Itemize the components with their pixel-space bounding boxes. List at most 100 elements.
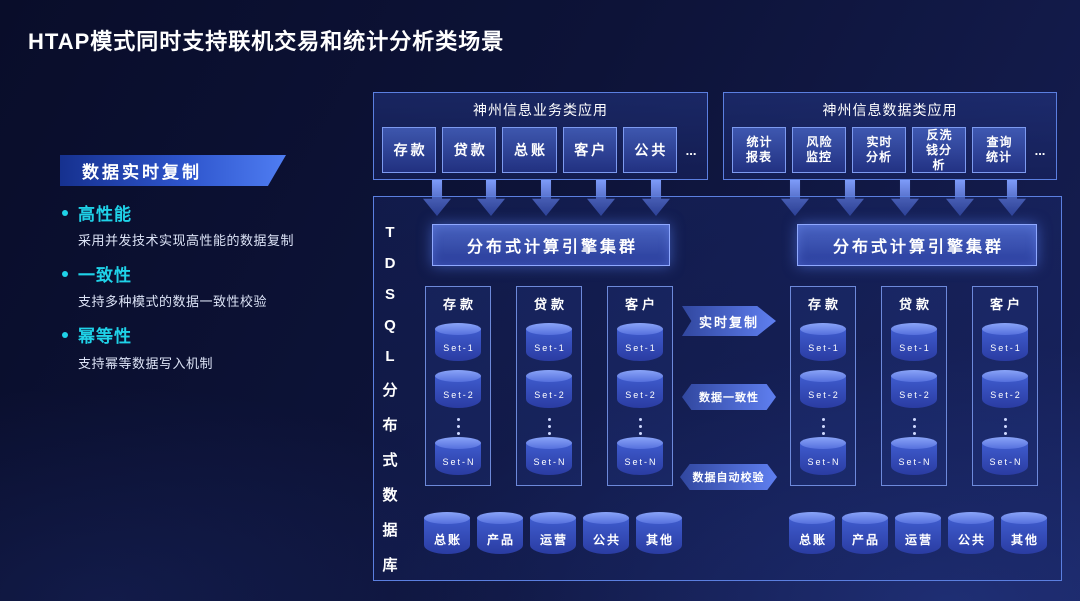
ellipsis-dots-icon: [638, 418, 642, 435]
bottom-db-label: 其他: [1010, 532, 1039, 547]
bottom-db-label: 其他: [645, 532, 674, 547]
set-label: Set-1: [625, 342, 657, 353]
bottom-db-cylinder: 运营: [530, 512, 576, 554]
tdsql-label-char: 分: [382, 382, 398, 399]
db-cylinder: Set-2: [891, 370, 937, 408]
db-cylinder: Set-1: [526, 323, 572, 361]
db-column-loan-right: 贷款 Set-1 Set-2 Set-N: [881, 286, 947, 486]
app-items: 统计报表 风险监控 实时分析 反洗钱分析 查询统计 ...: [724, 120, 1056, 173]
ellipsis-dots-icon: [1003, 418, 1007, 435]
db-cylinder: Set-1: [982, 323, 1028, 361]
db-cylinder: Set-1: [617, 323, 663, 361]
bottom-db-cylinder: 运营: [895, 512, 941, 554]
db-column-title: 客户: [989, 297, 1024, 312]
bullet-idempotency: 幂等性: [62, 322, 132, 347]
db-column-title: 存款: [442, 297, 477, 312]
tdsql-label-char: D: [384, 255, 396, 272]
db-cylinder: Set-2: [526, 370, 572, 408]
tdsql-label-char: 布: [382, 417, 398, 434]
db-cylinder: Set-2: [435, 370, 481, 408]
db-column-customer-right: 客户 Set-1 Set-2 Set-N: [972, 286, 1038, 486]
db-column-customer-left: 客户 Set-1 Set-2 Set-N: [607, 286, 673, 486]
db-cylinder: Set-1: [800, 323, 846, 361]
app-item: 反洗钱分析: [912, 127, 966, 173]
db-column-title: 存款: [807, 297, 842, 312]
db-column-title: 客户: [624, 297, 659, 312]
set-label: Set-1: [443, 342, 475, 353]
ellipsis-dots-icon: [456, 418, 460, 435]
bottom-db-label: 总账: [433, 532, 462, 547]
db-cylinder: Set-N: [982, 437, 1028, 475]
bottom-db-cylinder: 产品: [477, 512, 523, 554]
set-label: Set-2: [990, 389, 1022, 400]
set-label: Set-1: [990, 342, 1022, 353]
set-label: Set-N: [898, 456, 932, 467]
set-label: Set-N: [533, 456, 567, 467]
db-cylinder: Set-N: [526, 437, 572, 475]
set-label: Set-2: [443, 389, 475, 400]
set-label: Set-N: [442, 456, 476, 467]
set-label: Set-1: [808, 342, 840, 353]
banner-label: 数据实时复制: [82, 163, 202, 182]
bottom-db-cylinder: 总账: [789, 512, 835, 554]
db-column-title: 贷款: [533, 297, 568, 312]
tdsql-label-char: 数: [382, 487, 398, 504]
app-group-title: 神州信息数据类应用: [822, 102, 958, 118]
tdsql-label-char: 式: [382, 452, 398, 469]
bottom-db-label: 总账: [798, 532, 827, 547]
app-item: 实时分析: [852, 127, 906, 173]
db-cylinder: Set-1: [435, 323, 481, 361]
bullet-heading: 幂等性: [78, 327, 132, 346]
bottom-db-cylinder: 公共: [948, 512, 994, 554]
bullet-desc: 支持幂等数据写入机制: [78, 356, 214, 371]
ellipsis-dots-icon: [821, 418, 825, 435]
app-more-ellipsis: ...: [685, 142, 697, 158]
app-item: 公共: [622, 127, 678, 173]
db-cylinder: Set-2: [982, 370, 1028, 408]
bottom-db-cylinder: 总账: [424, 512, 470, 554]
bullet-desc: 支持多种模式的数据一致性校验: [78, 294, 268, 309]
bullet-desc: 采用并发技术实现高性能的数据复制: [78, 233, 295, 248]
tdsql-vertical-label: T D S Q L 分 布 式 数 据 库: [379, 224, 401, 575]
sync-arrow-consistency: 数据一致性: [682, 384, 776, 410]
engine-cluster-right: 分布式计算引擎集群: [797, 224, 1037, 266]
db-cylinder: Set-N: [617, 437, 663, 475]
sync-arrow-validation: 数据自动校验: [680, 464, 777, 490]
app-item: 风险监控: [792, 127, 846, 173]
set-label: Set-1: [534, 342, 566, 353]
app-item: 存款: [382, 127, 437, 173]
app-item: 统计报表: [732, 127, 786, 173]
db-cylinder: Set-N: [435, 437, 481, 475]
page-title: HTAP模式同时支持联机交易和统计分析类场景: [28, 29, 505, 54]
bottom-db-cylinder: 公共: [583, 512, 629, 554]
db-cylinder: Set-N: [800, 437, 846, 475]
db-cylinder: Set-N: [891, 437, 937, 475]
app-item: 查询统计: [972, 127, 1026, 173]
app-item: 总账: [502, 127, 557, 173]
set-label: Set-2: [899, 389, 931, 400]
db-cylinder: Set-1: [891, 323, 937, 361]
tdsql-label-char: Q: [384, 317, 396, 334]
bottom-db-label: 公共: [592, 532, 621, 547]
set-label: Set-N: [989, 456, 1023, 467]
tdsql-label-char: L: [385, 348, 395, 365]
db-column-deposit-right: 存款 Set-1 Set-2 Set-N: [790, 286, 856, 486]
app-items: 存款 贷款 总账 客户 公共 ...: [374, 120, 707, 173]
bullet-heading: 一致性: [78, 266, 132, 285]
bottom-db-cylinder: 其他: [636, 512, 682, 554]
app-group-title: 神州信息业务类应用: [473, 102, 608, 118]
bullet-consistency: 一致性: [62, 261, 132, 286]
bottom-db-label: 运营: [539, 532, 568, 547]
section-banner: 数据实时复制: [60, 155, 286, 186]
tdsql-label-char: S: [384, 286, 395, 303]
ellipsis-dots-icon: [547, 418, 551, 435]
business-apps-box: 神州信息业务类应用 存款 贷款 总账 客户 公共 ...: [373, 92, 708, 180]
db-cylinder: Set-2: [800, 370, 846, 408]
bullet-performance: 高性能: [62, 200, 132, 225]
db-column-deposit-left: 存款 Set-1 Set-2 Set-N: [425, 286, 491, 486]
tdsql-label-char: 库: [382, 557, 398, 574]
set-label: Set-2: [808, 389, 840, 400]
bullet-heading: 高性能: [78, 205, 132, 224]
bottom-db-cylinder: 其他: [1001, 512, 1047, 554]
